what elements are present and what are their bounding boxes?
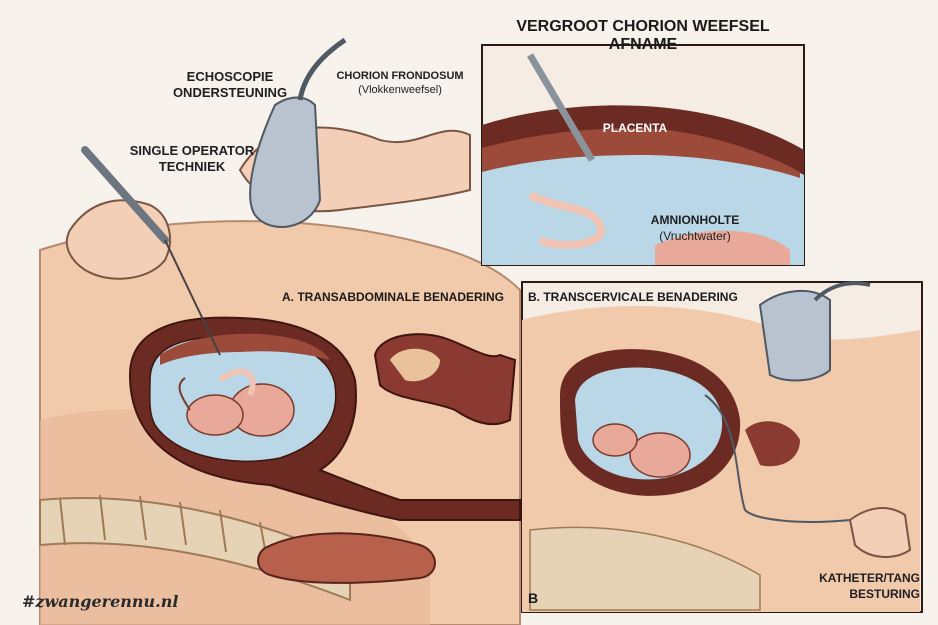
inset-panel bbox=[481, 44, 805, 266]
hand-syringe bbox=[65, 146, 221, 356]
echo-label-line1: ECHOSCOPIE bbox=[186, 69, 274, 84]
amnion-label-line2: (Vruchtwater) bbox=[659, 229, 731, 243]
echo-label-line2: ONDERSTEUNING bbox=[172, 85, 288, 100]
amnion-label-line1: AMNIONHOLTE bbox=[650, 213, 740, 227]
chorion-label-line1: CHORION FRONDOSUM bbox=[336, 70, 464, 82]
placenta-label: PLACENTA bbox=[602, 121, 668, 135]
single-operator-line1: SINGLE OPERATOR bbox=[129, 143, 255, 158]
hand-probe bbox=[238, 37, 471, 228]
catheter-label-line1: KATHETER/TANG bbox=[819, 571, 920, 585]
chorion-label-line2: (Vlokkenweefsel) bbox=[358, 84, 442, 96]
catheter-label-line2: BESTURING bbox=[849, 587, 920, 601]
single-operator-line2: TECHNIEK bbox=[158, 159, 226, 174]
panel-b bbox=[521, 281, 923, 613]
approach-a-title: A. TRANSABDOMINALE BENADERING bbox=[282, 290, 504, 304]
watermark: #zwangerennu.nl bbox=[22, 592, 179, 611]
panel-b-letter: B bbox=[528, 590, 539, 606]
approach-b-title: B. TRANSCERVICALE BENADERING bbox=[528, 290, 738, 304]
spine-a bbox=[39, 494, 351, 602]
inset-title: VERGROOT CHORION WEEFSEL AFNAME bbox=[516, 18, 770, 53]
rectum-a bbox=[257, 532, 436, 584]
